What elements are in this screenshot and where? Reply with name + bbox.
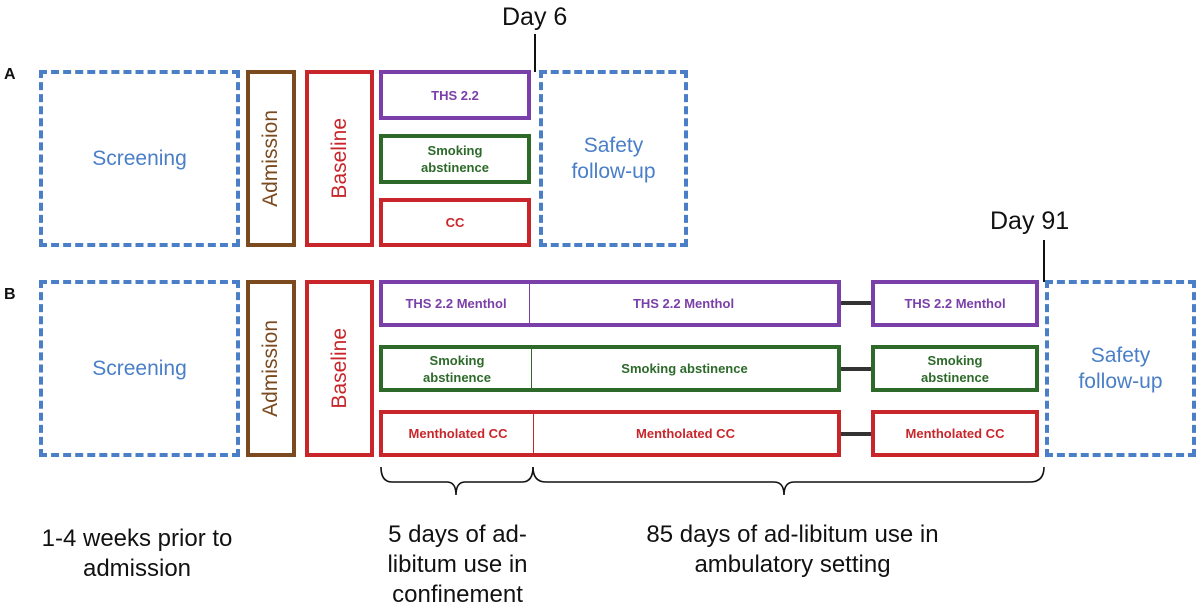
- panel-b-followup-label: Safety follow-up: [1078, 343, 1163, 393]
- panel-a-cc-label: CC: [445, 215, 465, 230]
- panel-b-cc-ambulatory-label: Mentholated CC: [636, 426, 735, 441]
- panel-a-abstinence-label: Smoking abstinence: [421, 143, 489, 175]
- panel-b-cc-end-box: Mentholated CC: [871, 410, 1039, 457]
- panel-a-followup-label: Safety follow-up: [571, 133, 656, 183]
- panel-b-cc-confinement-label: Mentholated CC: [408, 426, 508, 441]
- panel-b-admission-box: Admission: [246, 280, 296, 457]
- panel-a-day-marker: Day 6: [502, 3, 568, 31]
- screening-period-label: 1-4 weeks prior to admission: [41, 525, 233, 582]
- panel-b-ths-divider: [529, 284, 530, 323]
- panel-b-cc-end-label: Mentholated CC: [905, 426, 1005, 441]
- panel-b-screening-box: Screening: [39, 280, 240, 457]
- ambulatory-period-label: 85 days of ad-libitum use in ambulatory …: [646, 521, 939, 578]
- panel-b-abstinence-ambulatory-label: Smoking abstinence: [621, 361, 748, 376]
- panel-b-day-marker: Day 91: [990, 207, 1070, 235]
- panel-b-baseline-box: Baseline: [305, 280, 374, 457]
- panel-b-ths-end-label: THS 2.2 Menthol: [904, 296, 1006, 311]
- panel-b-abstinence-end-box: Smoking abstinence: [871, 345, 1039, 392]
- panel-a-cc-box: CC: [379, 198, 531, 247]
- panel-b-followup-box: Safety follow-up: [1045, 280, 1196, 457]
- panel-a-baseline-box: Baseline: [305, 70, 374, 247]
- panel-a-ths-box: THS 2.2: [379, 70, 531, 120]
- panel-b-abstinence-bar: Smoking abstinence Smoking abstinence: [379, 345, 841, 392]
- panel-a-screening-box: Screening: [39, 70, 240, 247]
- panel-b-abstinence-end-label: Smoking abstinence: [921, 352, 989, 385]
- ambulatory-brace: [532, 466, 1045, 496]
- panel-b-cc-bar: Mentholated CC Mentholated CC: [379, 410, 841, 457]
- panel-b-cc-divider: [533, 414, 534, 453]
- panel-b-ths-confinement-label: THS 2.2 Menthol: [405, 296, 507, 311]
- panel-b-ths-end-box: THS 2.2 Menthol: [871, 280, 1039, 327]
- panel-b-ths-ambulatory-label: THS 2.2 Menthol: [632, 296, 735, 311]
- panel-b-ths-bar: THS 2.2 Menthol THS 2.2 Menthol: [379, 280, 841, 327]
- panel-a-admission-box: Admission: [246, 70, 296, 247]
- panel-b-abstinence-confinement-label: Smoking abstinence: [423, 352, 491, 385]
- confinement-brace: [380, 466, 534, 496]
- panel-b-screening-label: Screening: [92, 356, 187, 380]
- panel-b-abstinence-divider: [531, 349, 532, 388]
- panel-a-followup-box: Safety follow-up: [539, 70, 688, 247]
- panel-a-abstinence-box: Smoking abstinence: [379, 134, 531, 184]
- panel-a-ths-label: THS 2.2: [431, 87, 479, 103]
- panel-b-letter: B: [4, 286, 16, 303]
- confinement-period-label: 5 days of ad-libitum use in confinement: [387, 521, 528, 608]
- panel-a-screening-label: Screening: [92, 146, 187, 170]
- panel-a-letter: A: [4, 66, 16, 83]
